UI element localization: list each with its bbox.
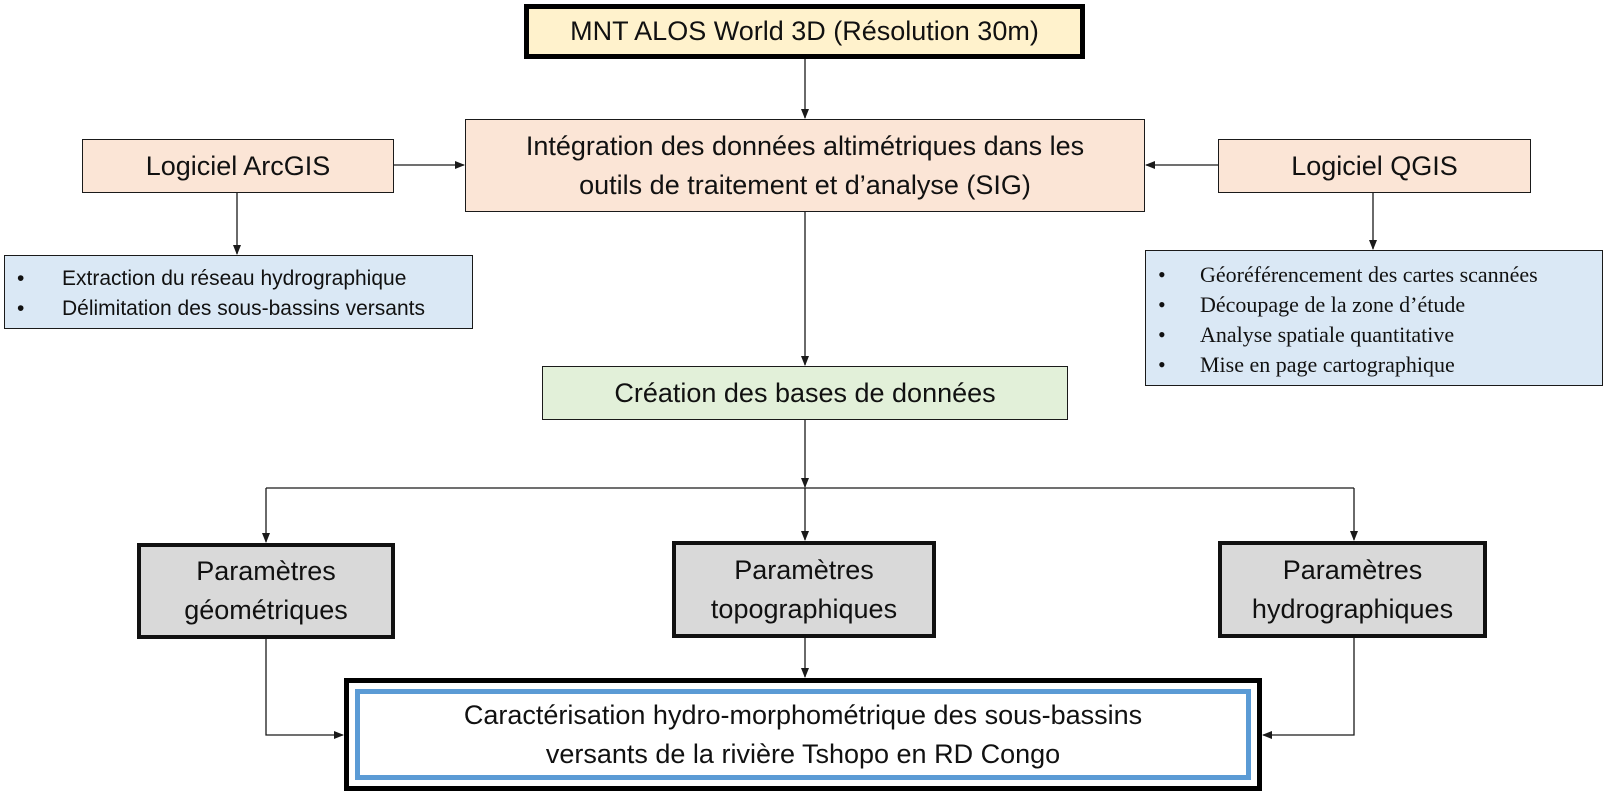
result-box: Caractérisation hydro-morphométrique des… xyxy=(344,678,1262,791)
arcgis-box: Logiciel ArcGIS xyxy=(82,139,394,193)
list-item: • Extraction du réseau hydrographique xyxy=(17,264,472,294)
database-creation-box: Création des bases de données xyxy=(542,366,1068,420)
qgis-box: Logiciel QGIS xyxy=(1218,139,1531,193)
topographic-parameters-line-2: topographiques xyxy=(710,593,898,624)
gis-integration-line-1: Intégration des données altimétriques da… xyxy=(525,130,1085,161)
list-item: • Découpage de la zone d’étude xyxy=(1158,290,1602,320)
bullet: • xyxy=(17,267,25,290)
database-creation-label: Création des bases de données xyxy=(614,377,996,408)
hydrographic-parameters-line-2: hydrographiques xyxy=(1251,593,1454,624)
dem-source-label: MNT ALOS World 3D (Résolution 30m) xyxy=(570,16,1039,46)
arrow-hydrographic-to-result xyxy=(1262,638,1355,739)
qgis-task-text: Découpage de la zone d’étude xyxy=(1200,292,1466,317)
bullet: • xyxy=(1158,262,1166,287)
hydrographic-parameters-line-1: Paramètres xyxy=(1282,554,1423,585)
bullet: • xyxy=(1158,292,1166,317)
topographic-parameters-box: Paramètres topographiques xyxy=(672,541,936,638)
arcgis-task-text: Délimitation des sous-bassins versants xyxy=(62,297,425,320)
list-item: • Mise en page cartographique xyxy=(1158,350,1602,380)
qgis-task-list: • Géoréférencement des cartes scannées •… xyxy=(1145,250,1603,386)
dem-source-box: MNT ALOS World 3D (Résolution 30m) xyxy=(524,4,1085,59)
result-inner-frame: Caractérisation hydro-morphométrique des… xyxy=(355,689,1251,780)
gis-integration-line-2: outils de traitement et d’analyse (SIG) xyxy=(579,169,1031,200)
arcgis-task-list: • Extraction du réseau hydrographique • … xyxy=(4,255,473,329)
bullet: • xyxy=(1158,322,1166,347)
arrow-geometric-to-result xyxy=(265,639,344,739)
qgis-task-text: Mise en page cartographique xyxy=(1200,352,1455,377)
geometric-parameters-line-2: géométriques xyxy=(184,595,348,625)
qgis-label: Logiciel QGIS xyxy=(1291,150,1458,181)
bullet: • xyxy=(17,297,25,320)
hydrographic-parameters-box: Paramètres hydrographiques xyxy=(1218,541,1487,638)
geometric-parameters-line-1: Paramètres xyxy=(196,556,336,586)
geometric-parameters-box: Paramètres géométriques xyxy=(137,543,395,639)
list-item: • Géoréférencement des cartes scannées xyxy=(1158,260,1602,290)
arcgis-label: Logiciel ArcGIS xyxy=(145,150,331,181)
result-line-2: versants de la rivière Tshopo en RD Cong… xyxy=(545,738,1061,769)
topographic-parameters-line-1: Paramètres xyxy=(734,554,874,585)
list-item: • Analyse spatiale quantitative xyxy=(1158,320,1602,350)
list-item: • Délimitation des sous-bassins versants xyxy=(17,294,472,324)
qgis-task-text: Analyse spatiale quantitative xyxy=(1200,322,1455,347)
bullet: • xyxy=(1158,352,1166,377)
qgis-task-text: Géoréférencement des cartes scannées xyxy=(1200,262,1538,287)
gis-integration-box: Intégration des données altimétriques da… xyxy=(465,119,1145,212)
arcgis-task-text: Extraction du réseau hydrographique xyxy=(62,267,407,290)
result-line-1: Caractérisation hydro-morphométrique des… xyxy=(463,699,1143,730)
